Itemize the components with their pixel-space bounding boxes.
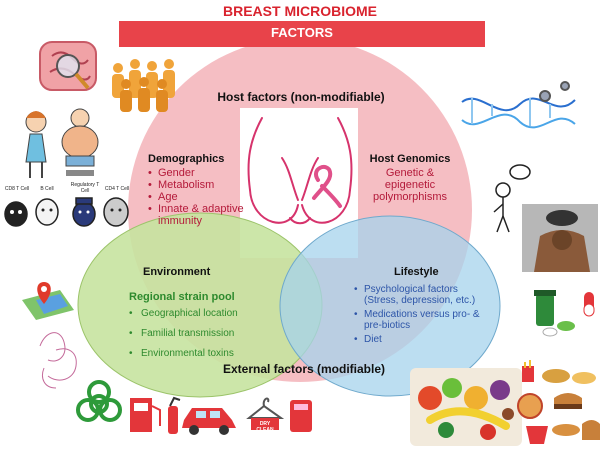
regional-strain-pool: Regional strain pool: [129, 291, 235, 303]
demographics-item: Gender: [148, 167, 244, 179]
lifestyle-item: Medications versus pro- & pre-biotics: [354, 309, 486, 331]
lifestyle-title: Lifestyle: [394, 266, 439, 278]
car-icon: [182, 408, 236, 435]
cell-label-cd8: CD8 T Cell: [4, 186, 30, 192]
external-factors-title: External factors (modifiable): [222, 362, 386, 376]
fuel-pump-icon: [130, 398, 161, 432]
intestine-icon: [39, 41, 97, 91]
demographics-item: Innate & adaptive immunity: [148, 203, 244, 227]
headache-woman-icon: [522, 204, 598, 272]
couple-sketch-icon: [39, 332, 77, 389]
environment-item: Environmental toxins: [129, 348, 259, 359]
demographics-list: Gender Metabolism Age Innate & adaptive …: [148, 167, 244, 227]
map-pin-icon: [22, 282, 74, 320]
lifestyle-item: Diet: [354, 334, 486, 345]
healthy-food-icon: [410, 368, 522, 446]
population-icon: [112, 59, 175, 112]
pink-ribbon-icon: [312, 164, 342, 208]
diagram-title: BREAST MICROBIOME: [223, 3, 377, 19]
header-subtitle: FACTORS: [271, 25, 333, 40]
pills-icon: [534, 290, 595, 337]
environment-item: Geographical location: [129, 308, 259, 319]
immune-cells-icon: [4, 197, 129, 227]
environment-item: Familial transmission: [129, 328, 259, 339]
lifestyle-list: Psychological factors (Stress, depressio…: [354, 284, 486, 345]
fast-food-icon: [517, 360, 600, 444]
host-genomics-title: Host Genomics: [369, 153, 451, 165]
dry-clean-label: DRY CLEAN: [256, 421, 274, 433]
demographics-title: Demographics: [148, 153, 225, 165]
demographics-item: Age: [148, 191, 244, 203]
fire-extinguisher-icon: [168, 396, 181, 434]
toaster-icon: [290, 400, 312, 432]
cell-label-treg: Regulatory T Cell: [70, 182, 100, 194]
dry-clean-hanger-icon: [246, 397, 285, 430]
environment-list: Geographical location Familial transmiss…: [129, 308, 259, 368]
breast-outline-icon: [247, 117, 353, 225]
host-factors-title: Host factors (non-modifiable): [217, 90, 385, 104]
biohazard-icon: [76, 380, 122, 422]
stressed-person-icon: [493, 164, 531, 233]
lifestyle-circle: [279, 215, 501, 397]
environment-title: Environment: [143, 266, 211, 278]
lifestyle-item: Psychological factors (Stress, depressio…: [354, 284, 486, 306]
host-genomics-text: Genetic & epigenetic polymorphisms: [373, 167, 447, 203]
dna-icon: [461, 81, 576, 129]
header-bar: [119, 21, 485, 47]
cell-label-cd4: CD4 T Cell: [104, 186, 130, 192]
cell-label-b: B Cell: [40, 186, 54, 192]
woman-icon: [25, 111, 47, 178]
obese-woman-icon: [61, 108, 99, 176]
demographics-item: Metabolism: [148, 179, 244, 191]
